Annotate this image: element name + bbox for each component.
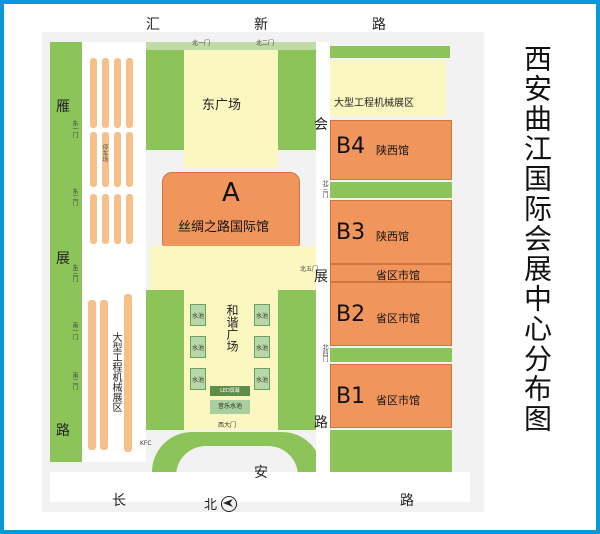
east-green-bottom [330,430,452,472]
parking-strip [100,300,108,450]
gate-label: 北五门 [300,266,319,273]
map-area: 停车场 大型工程机械展区 KFC 东广场 A 丝绸之路国际馆 水池 水池 水池 … [42,32,484,512]
pool: 水池 [254,336,270,358]
machinery-top-label: 大型工程机械展区 [334,98,414,109]
hall-a-letter: A [222,178,240,208]
north-road-char: 汇 [146,17,160,33]
gate-label: 东二门 [71,188,78,206]
gate-label: 东三门 [71,264,78,282]
parking-strip [90,194,97,244]
south-road-char: 长 [112,493,126,509]
north-road-char: 新 [254,17,268,33]
harmony-square-label-1: 和谐广场 [224,304,239,356]
hall-b1-letter: B1 [336,384,366,409]
square-green-left [146,50,184,150]
parking-strip [102,132,109,187]
square-green-right [278,50,316,150]
pool: 水池 [254,304,270,326]
compass-label: 北 [204,498,218,513]
west-road-char: 路 [56,423,70,439]
harmony-square-label: 和谐广场 [225,304,239,352]
parking-strip [88,300,96,450]
gate-label: 北一门 [192,40,211,47]
south-road-char: 安 [254,465,268,481]
parking-strip [90,132,97,187]
parking-strip [90,58,97,128]
machinery-top-area [330,60,446,116]
east-green-low [330,348,452,362]
map-title: 西安曲江国际会展中心分布图 [520,44,553,434]
hall-a-name: 丝绸之路国际馆 [178,220,270,235]
hall-b3[interactable] [330,200,452,264]
hall-b3-sub-label: 省区市馆 [376,269,420,282]
pool: 水池 [190,336,206,358]
west-road-char: 雁 [56,99,70,115]
parking-strip [126,194,133,244]
south-road-char: 路 [400,493,414,509]
pool: 水池 [254,368,270,390]
parking-strip [102,58,109,128]
hall-a[interactable] [162,172,300,252]
hall-b2[interactable] [330,282,452,346]
east-road-char: 路 [314,415,328,431]
stage: LED屏幕 [210,386,250,396]
kfc-label: KFC [140,440,152,447]
pool: 水池 [190,368,206,390]
parking-strip [126,132,133,187]
compass: 北 [204,494,238,513]
parking-strip [102,194,109,244]
hall-b1-name: 省区市馆 [376,394,420,407]
east-road-char: 展 [314,269,328,285]
east-green-top [330,46,450,58]
east-road [316,42,330,472]
south-road [50,472,470,502]
parking-strip [114,58,121,128]
parking-strip [114,132,121,187]
hall-b1[interactable] [330,364,452,428]
hall-b3-sub[interactable] [330,264,452,282]
hall-b2-letter: B2 [336,302,366,327]
gate-label: 东一门 [71,120,78,138]
gate-label: 北二门 [256,40,275,47]
pool: 水池 [190,304,206,326]
east-square [184,50,278,168]
gate-label: 南二门 [71,372,78,390]
gate-label: 南一门 [71,322,78,340]
east-green-mid [330,182,452,198]
parking-small-label: 停车场 [101,144,108,162]
west-gate-label: 西大门 [218,422,237,429]
north-road-char: 路 [372,17,386,33]
machinery-west-label: 大型工程机械展区 [110,332,121,412]
east-road-char: 会 [314,117,328,133]
hall-b4-name: 陕西馆 [376,144,409,157]
south-white-curve [176,446,298,476]
west-road-char: 展 [56,251,70,267]
hall-b4-letter: B4 [336,134,366,159]
west-green-belt [50,42,82,462]
parking-strip [124,294,132,452]
hall-b4[interactable] [330,120,452,180]
parking-strip [114,194,121,244]
hall-b3-letter: B3 [336,220,366,245]
harmony-green-right [278,290,316,430]
north-arrow-icon [221,495,238,512]
gate-label: 北三门 [321,180,328,198]
east-square-label: 东广场 [202,98,242,113]
fountain: 音乐水池 [210,400,250,414]
hall-b2-name: 省区市馆 [376,312,420,325]
central-band [150,246,316,290]
parking-strip [126,58,133,128]
harmony-green-left [146,290,184,430]
gate-label: 北四门 [321,344,328,362]
hall-b3-name: 陕西馆 [376,230,409,243]
